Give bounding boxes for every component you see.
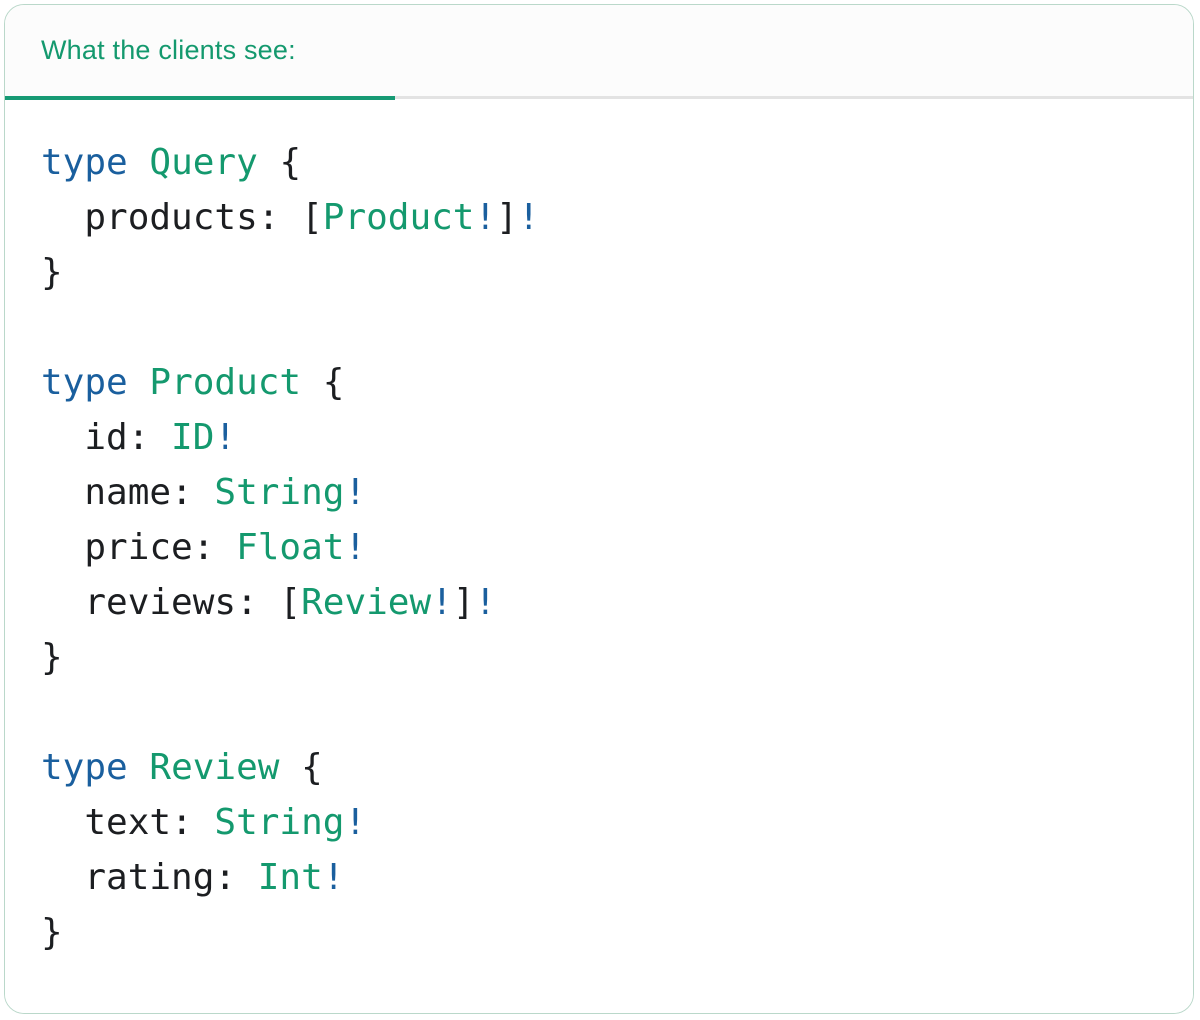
tab-clients-view[interactable]: What the clients see:	[41, 35, 296, 65]
code-token-bang: !	[474, 197, 497, 238]
code-line	[41, 685, 1193, 740]
code-token-pl: reviews: [	[41, 582, 302, 623]
code-token-pl: ]	[452, 582, 475, 623]
code-line: id: ID!	[41, 410, 1193, 465]
code-token-pl: {	[257, 142, 302, 183]
schema-card: What the clients see: type Query { produ…	[4, 4, 1194, 1014]
code-token-bang: !	[344, 472, 367, 513]
code-token-bang: !	[322, 857, 345, 898]
code-line	[41, 300, 1193, 355]
code-token-ty: Review	[149, 747, 280, 788]
code-token-pl: {	[279, 747, 323, 788]
code-token-pl	[128, 362, 150, 403]
code-line: type Query {	[41, 135, 1193, 190]
code-token-pl: ]	[496, 197, 518, 238]
code-line: name: String!	[41, 465, 1193, 520]
code-token-pl: text:	[41, 802, 215, 843]
code-token-pl: price:	[41, 527, 237, 568]
code-line: }	[41, 245, 1193, 300]
code-line: type Product {	[41, 355, 1193, 410]
code-token-ty: Product	[322, 197, 475, 238]
code-token-kw: type	[41, 142, 128, 183]
code-token-pl: {	[301, 362, 345, 403]
code-line: reviews: [Review!]!	[41, 575, 1193, 630]
code-token-pl: }	[41, 252, 63, 293]
code-token-bang: !	[344, 802, 367, 843]
code-token-ty: ID	[171, 417, 215, 458]
code-line: products: [Product!]!	[41, 190, 1193, 245]
tab-header: What the clients see:	[5, 5, 1193, 100]
code-token-pl: id:	[41, 417, 172, 458]
code-token-ty: String	[214, 472, 345, 513]
code-line: }	[41, 630, 1193, 685]
code-token-bang: !	[517, 197, 540, 238]
code-token-ty: Int	[257, 857, 323, 898]
code-line: }	[41, 905, 1193, 960]
code-block: type Query { products: [Product!]!} type…	[5, 99, 1193, 1013]
tab-active-underline	[5, 96, 395, 100]
code-token-pl: products: [	[41, 197, 323, 238]
code-token-ty: Float	[236, 527, 345, 568]
code-token-pl	[128, 747, 150, 788]
code-token-pl: }	[41, 637, 63, 678]
code-token-pl: rating:	[41, 857, 258, 898]
code-token-kw: type	[41, 747, 128, 788]
code-token-ty: String	[214, 802, 345, 843]
code-token-bang: !	[344, 527, 367, 568]
code-token-bang: !	[214, 417, 237, 458]
code-line: rating: Int!	[41, 850, 1193, 905]
code-line: text: String!	[41, 795, 1193, 850]
code-token-pl: name:	[41, 472, 215, 513]
code-token-ty: Query	[149, 142, 258, 183]
code-token-pl	[128, 142, 150, 183]
code-line: type Review {	[41, 740, 1193, 795]
code-token-pl: }	[41, 912, 63, 953]
code-token-kw: type	[41, 362, 128, 403]
code-line: price: Float!	[41, 520, 1193, 575]
code-token-bang: !	[431, 582, 453, 623]
code-token-ty: Review	[301, 582, 432, 623]
code-token-bang: !	[474, 582, 497, 623]
code-token-ty: Product	[149, 362, 302, 403]
